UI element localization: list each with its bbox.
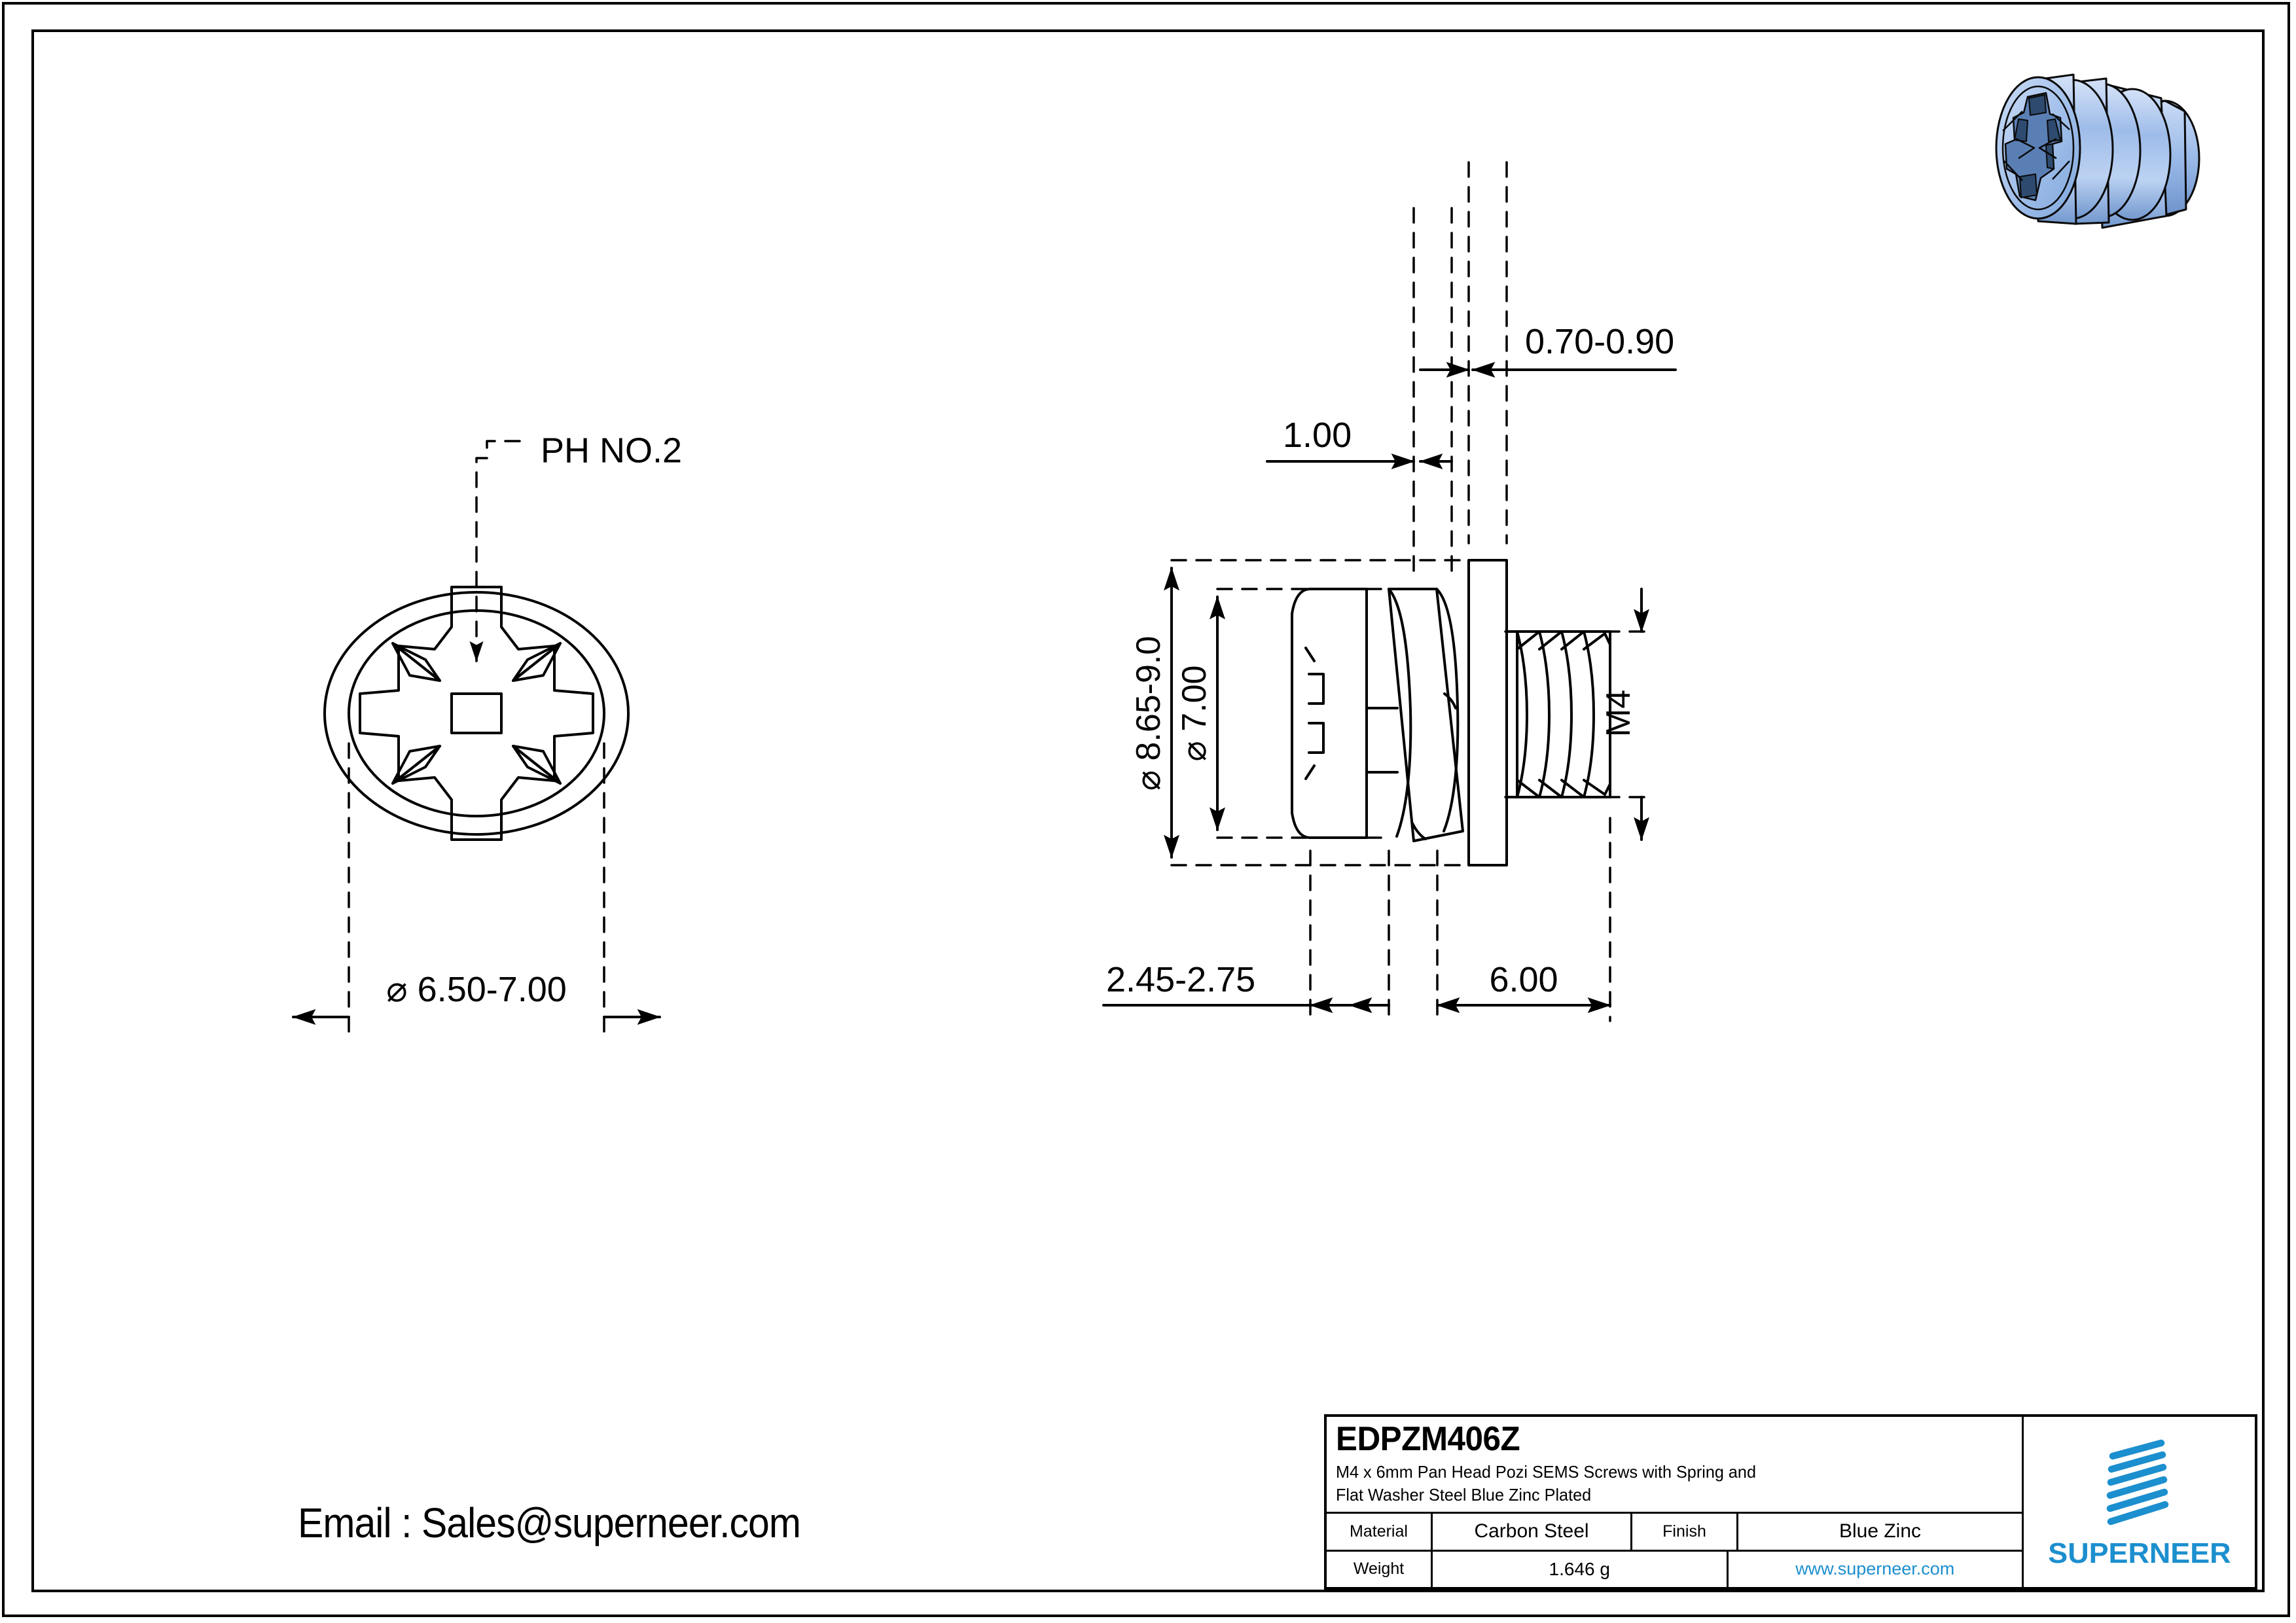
iso-3d-screw-render bbox=[1995, 73, 2200, 229]
label-spring-washer-thickness: 1.00 bbox=[1283, 416, 1352, 455]
website-link-cell[interactable]: www.superneer.com bbox=[1729, 1552, 2022, 1588]
part-description-line1: M4 x 6mm Pan Head Pozi SEMS Screws with … bbox=[1336, 1462, 1756, 1482]
label-washer-thickness: 0.70-0.90 bbox=[1525, 322, 1674, 361]
brand-logo-cell: SUPERNEER bbox=[2024, 1417, 2255, 1587]
brand-wordmark: SUPERNEER bbox=[2047, 1537, 2231, 1569]
label-front-diameter: ⌀ 6.50-7.00 bbox=[386, 970, 567, 1009]
title-block: EDPZM406Z M4 x 6mm Pan Head Pozi SEMS Sc… bbox=[1324, 1414, 2257, 1590]
label-ph-no2: PH NO.2 bbox=[541, 431, 682, 470]
label-flat-washer-od: ⌀ 8.65-9.0 bbox=[1130, 636, 1168, 791]
material-finish-row: Material Carbon Steel Finish Blue Zinc bbox=[1327, 1514, 2022, 1552]
label-thread-length: 6.00 bbox=[1489, 960, 1558, 999]
material-label: Material bbox=[1327, 1514, 1433, 1550]
label-head-height: 2.45-2.75 bbox=[1106, 960, 1255, 999]
side-view-extension-lines bbox=[1170, 161, 1651, 1022]
weight-url-row: Weight 1.646 g www.superneer.com bbox=[1327, 1551, 2022, 1588]
ph-callout-leader bbox=[475, 440, 531, 662]
side-view-geometry bbox=[1291, 559, 1611, 866]
weight-value: 1.646 g bbox=[1433, 1551, 1729, 1587]
website-link[interactable]: www.superneer.com bbox=[1795, 1559, 1955, 1579]
finish-label: Finish bbox=[1632, 1514, 1738, 1550]
title-block-description-cell: EDPZM406Z M4 x 6mm Pan Head Pozi SEMS Sc… bbox=[1327, 1417, 2022, 1514]
material-value: Carbon Steel bbox=[1433, 1514, 1632, 1550]
email-contact-line: Email : Sales@superneer.com bbox=[298, 1499, 801, 1546]
finish-value: Blue Zinc bbox=[1839, 1520, 1922, 1543]
label-thread-callout: M4 bbox=[1600, 690, 1638, 737]
label-head-od: ⌀ 7.00 bbox=[1175, 666, 1213, 762]
title-block-left: EDPZM406Z M4 x 6mm Pan Head Pozi SEMS Sc… bbox=[1327, 1417, 2024, 1587]
sheet-inner-frame bbox=[31, 29, 2265, 1592]
superneer-logo-icon bbox=[2106, 1439, 2168, 1525]
part-number: EDPZM406Z bbox=[1336, 1420, 1520, 1458]
weight-label: Weight bbox=[1327, 1551, 1433, 1587]
part-description-line2: Flat Washer Steel Blue Zinc Plated bbox=[1336, 1484, 1592, 1505]
part-description: M4 x 6mm Pan Head Pozi SEMS Screws with … bbox=[1336, 1461, 2001, 1506]
front-view-geometry bbox=[323, 586, 630, 841]
